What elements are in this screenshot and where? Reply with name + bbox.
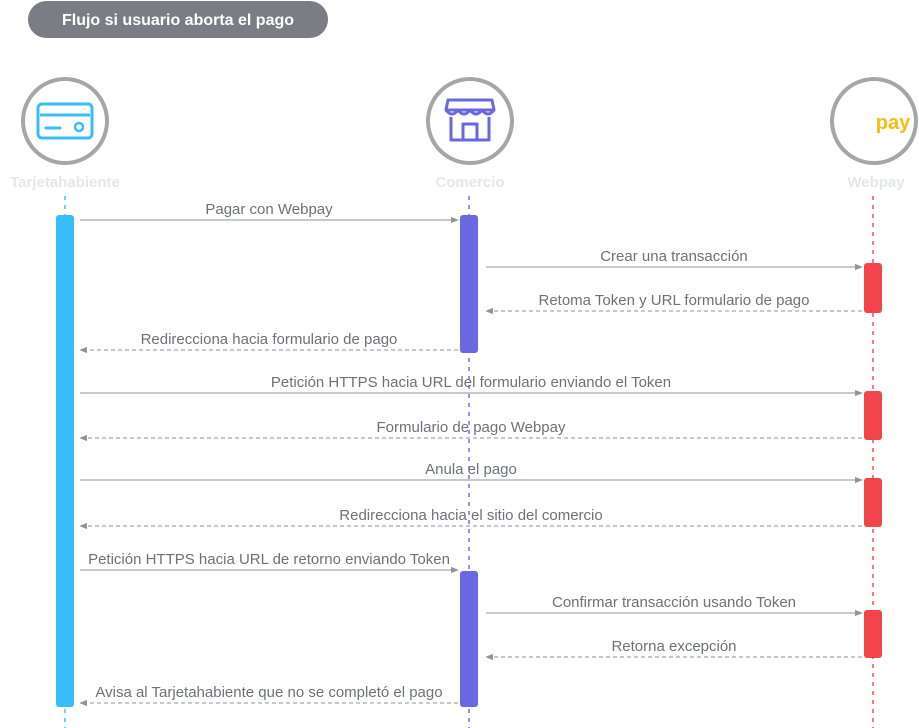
actor-commerce: Comercio [426,77,514,191]
activation-webpay [864,263,882,313]
activation-commerce [460,215,478,353]
actor-cardholder: Tarjetahabiente [10,77,120,191]
actor-circle [21,77,109,165]
message-label: Petición HTTPS hacia URL del formulario … [271,374,671,391]
message-label: Redirecciona hacia formulario de pago [141,331,398,348]
message-label: Formulario de pago Webpay [377,419,566,436]
storefront-icon [444,98,496,142]
message-label: Redirecciona hacia el sitio del comercio [339,507,602,524]
message-label: Crear una transacción [600,248,748,265]
message-label: Petición HTTPS hacia URL de retorno envi… [88,551,450,568]
activation-webpay [864,610,882,658]
message-label: Pagar con Webpay [205,201,333,218]
credit-card-icon [36,102,94,140]
message-label: Avisa al Tarjetahabiente que no se compl… [95,684,442,701]
activation-webpay [864,478,882,527]
actor-label-webpay: Webpay [847,174,905,191]
actor-webpay: pay Webpay [830,77,918,191]
diagram-title: Flujo si usuario aborta el pago [62,12,294,29]
activation-commerce [460,571,478,707]
actor-label-commerce: Comercio [435,174,504,191]
message-label: Anula el pago [425,461,517,478]
activation-webpay [864,391,882,440]
message-label: Confirmar transacción usando Token [552,594,796,611]
title-pill: Flujo si usuario aborta el pago [28,1,328,38]
activation-cardholder [56,215,74,707]
message-label: Retoma Token y URL formulario de pago [539,292,810,309]
actor-label-cardholder: Tarjetahabiente [10,174,120,191]
actor-circle [426,77,514,165]
actor-circle [830,77,918,165]
webpay-logo-icon: pay [876,112,911,134]
message-label: Retorna excepción [611,638,736,655]
